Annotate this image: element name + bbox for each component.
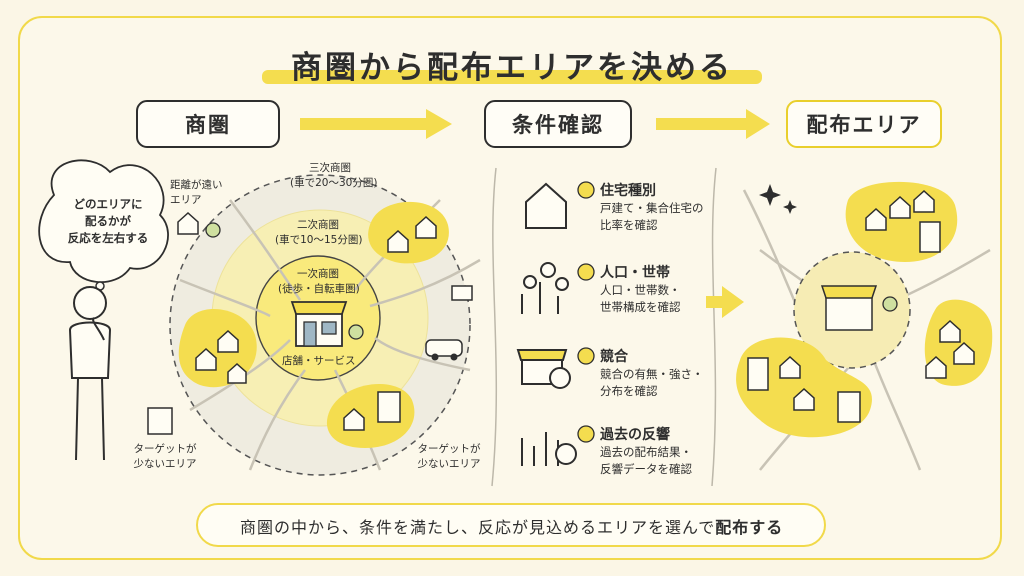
summary-lead: 商圏の中から、条件を満たし、反応が見込めるエリアを選んで: [240, 518, 716, 537]
condition-title-housing: 住宅種別: [600, 183, 656, 199]
condition-icons: [516, 182, 577, 466]
flow-arrow-1: [300, 109, 452, 139]
flow-step-trade-area: 商圏: [136, 100, 280, 148]
section-divider-left: [491, 167, 498, 487]
condition-title-competition: 競合: [600, 349, 628, 365]
condition-title-past-response: 過去の反響: [600, 427, 670, 443]
flow-step-condition-check: 条件確認: [484, 100, 632, 148]
condition-desc-housing: 戸建て・集合住宅の比率を確認: [600, 201, 704, 232]
few-targets-right-label: ターゲットが少ないエリア: [417, 443, 481, 470]
speech-bubble-text: どのエリアに配るかが反応を左右する: [67, 197, 149, 245]
page-title: 商圏から配布エリアを決める: [291, 50, 733, 86]
section-divider-right: [711, 167, 717, 487]
sparkle-icons: [759, 184, 797, 214]
secondary-ring-label: 二次商圏(車で10〜15分圏): [275, 219, 363, 246]
store-icon: [290, 301, 348, 347]
house-icons: [147, 211, 473, 435]
primary-ring-label: 一次商圏(徒歩・自転車圏): [278, 268, 360, 295]
condition-desc-competition: 競合の有無・強さ・分布を確認: [600, 367, 704, 398]
car-icon: [425, 339, 463, 361]
flow-step-distribution-area: 配布エリア: [786, 100, 942, 148]
summary-emphasis: 配布する: [715, 518, 784, 537]
result-arrow: [706, 286, 744, 318]
store-label: 店舗・サービス: [282, 355, 356, 367]
tertiary-ring-label: 三次商圏(車で20〜30分圏): [290, 162, 378, 189]
person-figure: [68, 286, 112, 461]
far-area-label: 距離が遠いエリア: [170, 179, 223, 206]
condition-desc-population: 人口・世帯数・世帯構成を確認: [600, 283, 681, 314]
speech-bubble: [38, 159, 169, 283]
summary-text: 商圏の中から、条件を満たし、反応が見込めるエリアを選んで配布する: [240, 514, 783, 538]
condition-title-population: 人口・世帯: [600, 265, 670, 281]
check-icons: [577, 181, 595, 443]
map-house-icons: [747, 189, 975, 423]
target-area-top-right: [368, 201, 449, 264]
map-tree-icon: [882, 296, 898, 312]
title-highlight: [262, 70, 762, 84]
few-targets-left-label: ターゲットが少ないエリア: [133, 443, 197, 470]
tree-icons: [205, 222, 364, 340]
flow-arrow-2: [656, 109, 770, 139]
condition-desc-past-response: 過去の配布結果・反響データを確認: [600, 445, 692, 476]
summary-banner: [196, 503, 826, 547]
